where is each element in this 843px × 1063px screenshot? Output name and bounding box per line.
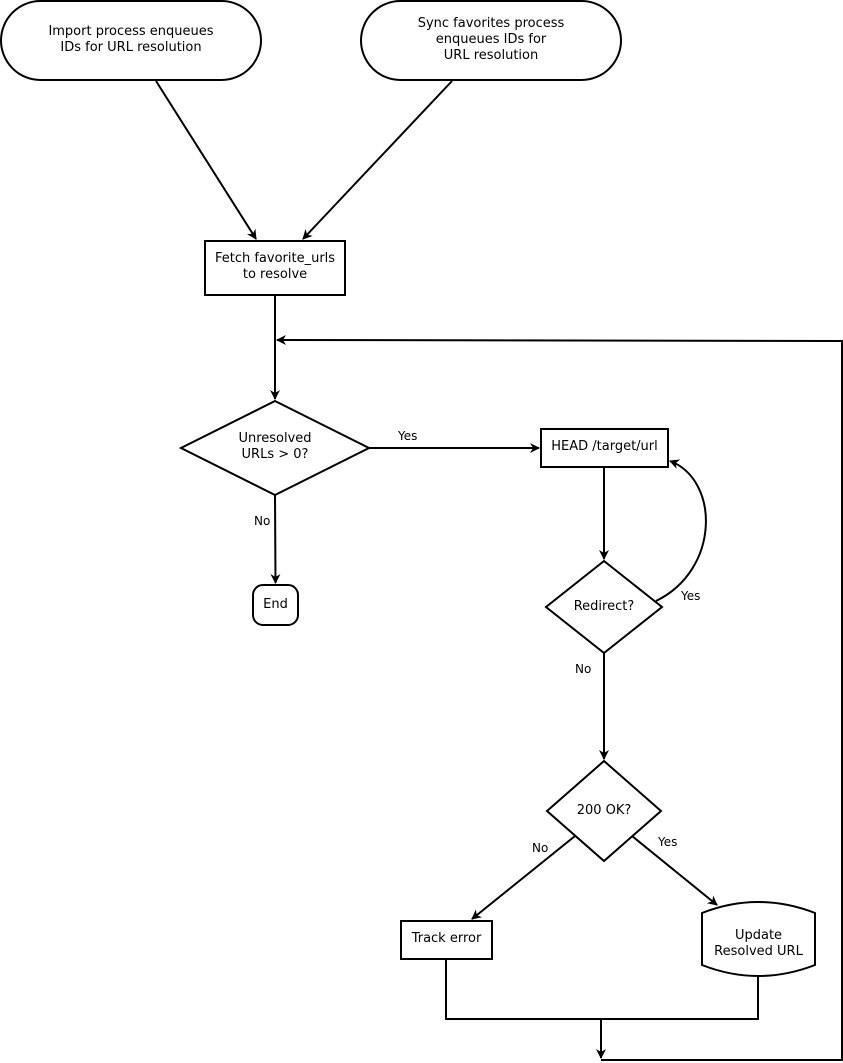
unresolved-no-label: No xyxy=(254,514,271,528)
sync-to-fetch-arrow xyxy=(302,80,453,240)
ok-yes-label: Yes xyxy=(658,835,678,849)
sync-start-label: Sync favorites process enqueues IDs for … xyxy=(417,16,565,63)
fetch-label: Fetch favorite_urls to resolve xyxy=(214,251,336,282)
head-label: HEAD /target/url xyxy=(551,439,658,454)
unresolved-yes-label: Yes xyxy=(398,429,418,443)
track-error-merge-line xyxy=(445,959,601,1020)
head-box xyxy=(540,428,669,468)
end-shape xyxy=(252,584,299,626)
import-to-fetch-arrow xyxy=(155,80,257,240)
ok-no-arrow xyxy=(471,835,576,920)
loop-back-arrow xyxy=(276,335,843,1061)
update-label: Update Resolved URL xyxy=(714,928,803,959)
import-start-label: Import process enqueues IDs for URL reso… xyxy=(48,24,214,55)
redirect-label: Redirect? xyxy=(573,599,635,614)
import-start-shape xyxy=(0,0,262,81)
sync-start-shape xyxy=(360,0,622,81)
track-error-box xyxy=(400,920,493,960)
ok-yes-arrow xyxy=(631,835,718,906)
track-error-label: Track error xyxy=(411,931,482,946)
unresolved-label: Unresolved URLs > 0? xyxy=(238,431,312,462)
end-label: End xyxy=(263,597,288,612)
update-storage-shape xyxy=(701,901,816,977)
unresolved-no-arrow xyxy=(270,494,281,584)
redirect-yes-label: Yes xyxy=(681,589,701,603)
update-merge-line xyxy=(601,976,759,1020)
ok-label: 200 OK? xyxy=(576,803,632,818)
redirect-yes-loop-arrow xyxy=(655,459,707,602)
redirect-no-label: No xyxy=(575,662,592,676)
ok-no-label: No xyxy=(532,841,549,855)
